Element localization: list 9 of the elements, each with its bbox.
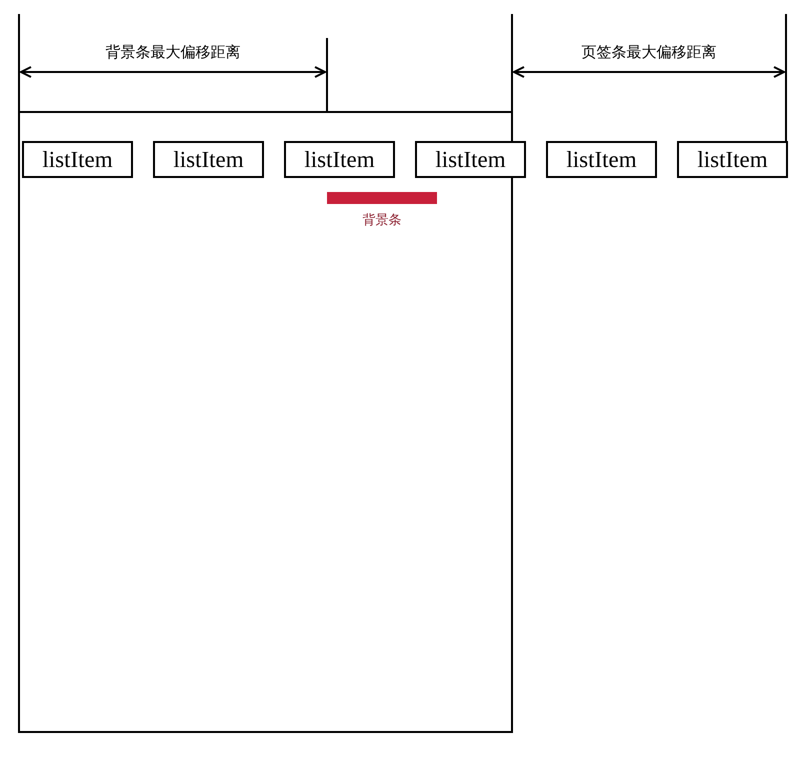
list-item: listItem — [546, 141, 657, 178]
dimension-label: 背景条最大偏移距离 — [106, 43, 240, 62]
list-item: listItem — [153, 141, 264, 178]
list-item: listItem — [677, 141, 788, 178]
dimension-label: 页签条最大偏移距离 — [582, 43, 716, 62]
bar-label: 背景条 — [362, 212, 402, 229]
list-item: listItem — [415, 141, 526, 178]
list-item: listItem — [284, 141, 395, 178]
list-item: listItem — [22, 141, 133, 178]
